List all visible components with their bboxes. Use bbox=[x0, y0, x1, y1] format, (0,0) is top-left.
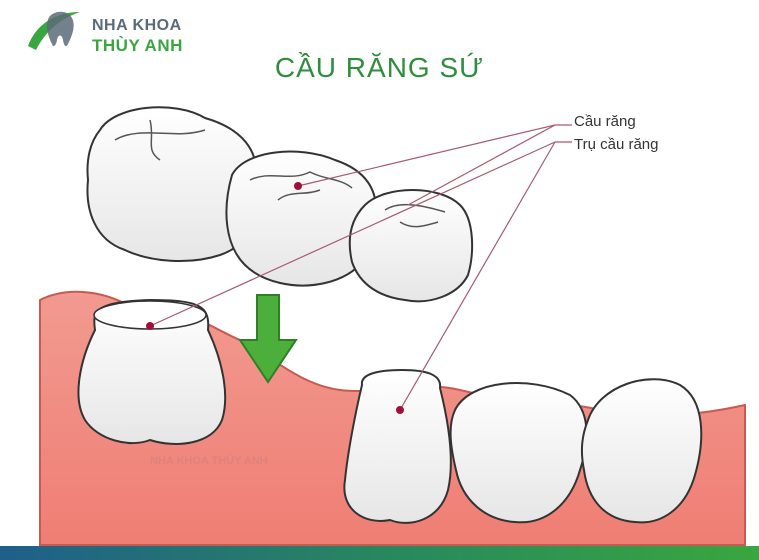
natural-tooth-1 bbox=[449, 382, 588, 524]
crown-3-groove bbox=[384, 203, 446, 228]
brand-logo: NHA KHOA THÙY ANH bbox=[22, 6, 222, 56]
tooth-logo-icon bbox=[28, 11, 80, 50]
label-bridge: Cầu răng bbox=[574, 113, 636, 130]
crown-1-groove bbox=[114, 119, 206, 161]
bridge-crown-1 bbox=[86, 106, 258, 263]
right-abutment-tooth bbox=[343, 368, 452, 524]
marker-right-abutment bbox=[396, 406, 404, 414]
brand-name-line2: THÙY ANH bbox=[92, 36, 183, 55]
crown-2-groove bbox=[249, 171, 353, 201]
label-abutment: Trụ cầu răng bbox=[574, 136, 659, 153]
marker-bridge bbox=[294, 182, 302, 190]
bottom-bar bbox=[0, 546, 759, 560]
leader-lines bbox=[149, 124, 572, 411]
diagram-title: CẦU RĂNG SỨ bbox=[274, 52, 485, 83]
left-abutment-tooth bbox=[77, 298, 227, 445]
watermark: NHA KHOA THÙY ANH bbox=[150, 455, 268, 467]
marker-left-abutment bbox=[146, 322, 154, 330]
natural-tooth-2 bbox=[580, 378, 703, 524]
bridge-crown-3 bbox=[348, 189, 474, 303]
down-arrow-icon bbox=[238, 294, 298, 384]
brand-name-line1: NHA KHOA bbox=[92, 17, 182, 34]
